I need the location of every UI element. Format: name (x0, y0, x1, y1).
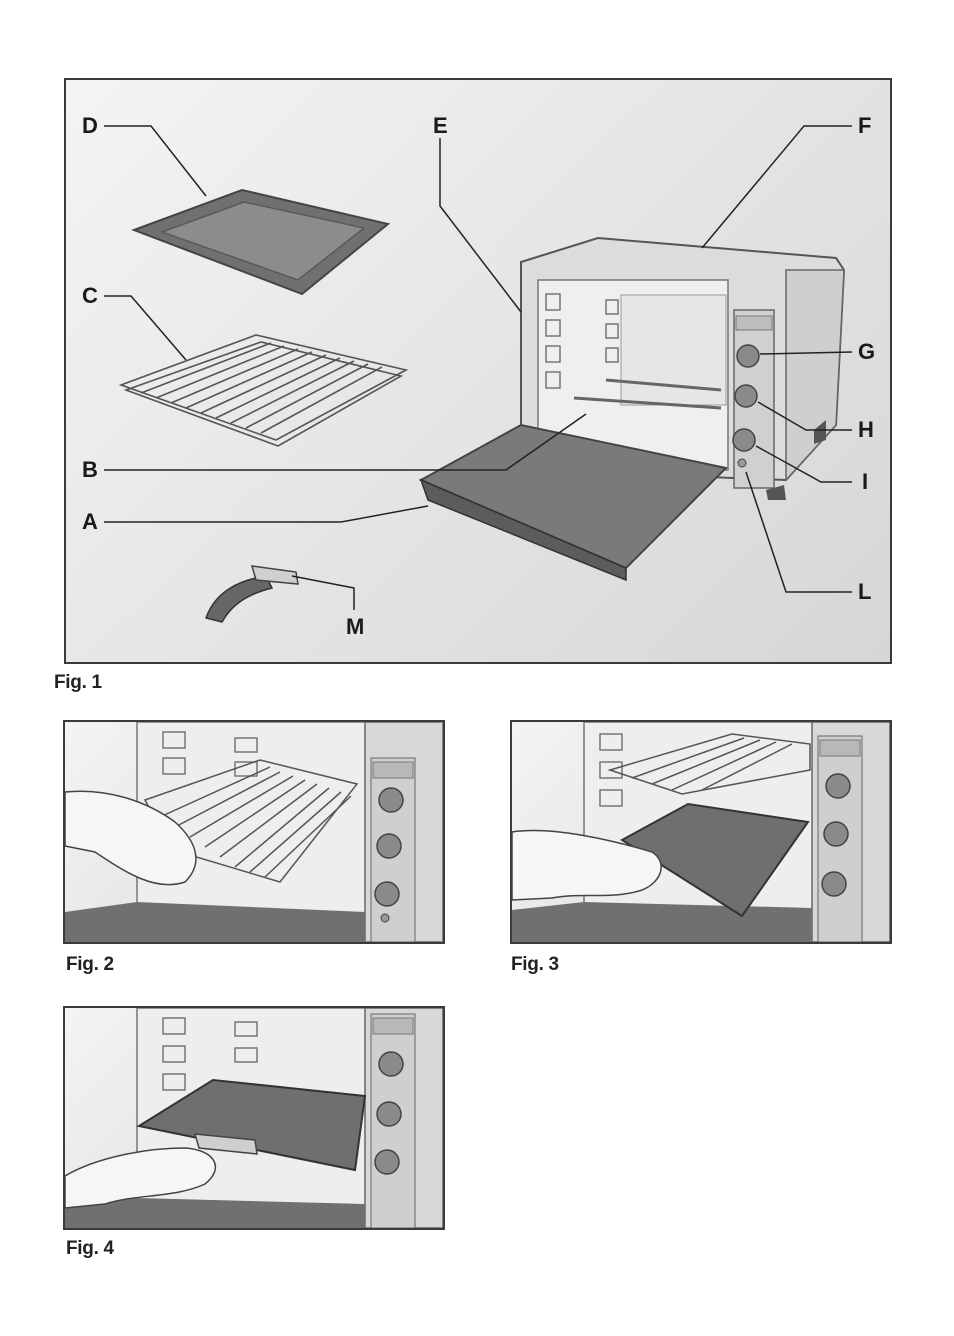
oven-f (421, 238, 844, 580)
knob-icon (822, 872, 846, 896)
fig3-illustration (512, 722, 890, 942)
knob-h (735, 385, 757, 407)
label-e: E (433, 113, 448, 139)
fig1-caption: Fig. 1 (54, 672, 102, 694)
label-c: C (82, 283, 98, 309)
label-d: D (82, 113, 98, 139)
fig2-illustration (65, 722, 443, 942)
fig3-caption: Fig. 3 (511, 954, 559, 976)
fig2-panel (63, 720, 445, 944)
fig4-illustration (65, 1008, 443, 1228)
fig4-caption: Fig. 4 (66, 1238, 114, 1260)
label-m: M (346, 614, 364, 640)
label-f: F (858, 113, 871, 139)
knob-icon (375, 882, 399, 906)
fig4-panel (63, 1006, 445, 1230)
label-h: H (858, 417, 874, 443)
knob-i (733, 429, 755, 451)
label-i: I (862, 469, 868, 495)
handle-m (206, 566, 298, 622)
knob-icon (826, 774, 850, 798)
light-l (738, 459, 746, 467)
knob-icon (824, 822, 848, 846)
fig1-illustration (66, 80, 890, 662)
baking-tray-d (134, 190, 388, 294)
label-b: B (82, 457, 98, 483)
wire-rack-c (121, 335, 406, 446)
knob-g (737, 345, 759, 367)
fig2-caption: Fig. 2 (66, 954, 114, 976)
knob-icon (375, 1150, 399, 1174)
fig3-panel (510, 720, 892, 944)
knob-icon (377, 834, 401, 858)
knob-icon (379, 788, 403, 812)
fig1-panel: D C B A E F G H I L M (64, 78, 892, 664)
label-l: L (858, 579, 871, 605)
label-a: A (82, 509, 98, 535)
knob-icon (377, 1102, 401, 1126)
label-g: G (858, 339, 875, 365)
knob-icon (379, 1052, 403, 1076)
